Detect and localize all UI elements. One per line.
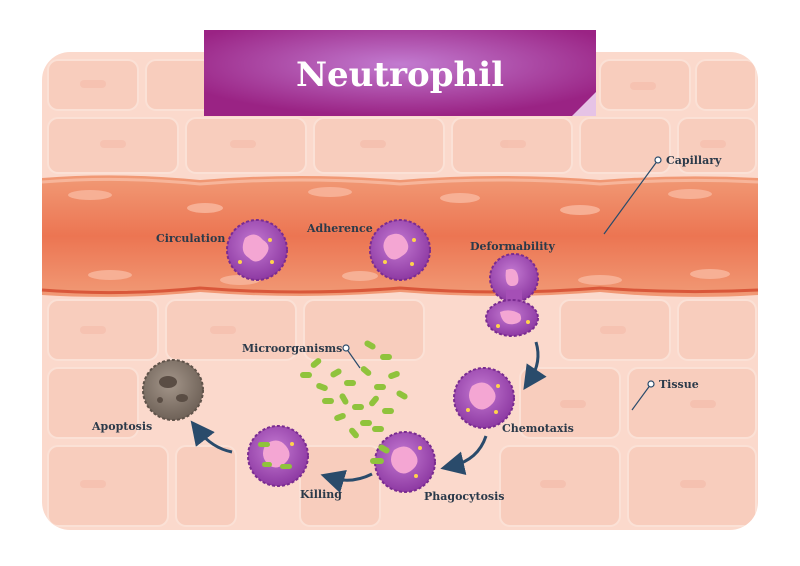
label-adherence: Adherence: [306, 222, 373, 235]
neutrophil-chemotaxis: [453, 367, 515, 429]
microorganisms-cluster: [300, 340, 408, 439]
label-circulation: Circulation: [156, 232, 225, 245]
arrow-to-phagocytosis: [440, 435, 488, 475]
apoptotic-cell: [142, 359, 204, 421]
arrow-to-killing: [320, 469, 373, 493]
neutrophil-circulation: [226, 219, 288, 281]
label-microorganisms: Microorganisms: [242, 342, 342, 355]
arrow-to-chemotaxis: [523, 341, 547, 390]
label-apoptosis: Apoptosis: [91, 420, 152, 433]
label-chemotaxis: Chemotaxis: [502, 422, 574, 435]
label-tissue: Tissue: [659, 378, 699, 391]
leader-lines: [342, 156, 662, 411]
label-killing: Killing: [300, 488, 342, 501]
label-phagocytosis: Phagocytosis: [424, 490, 505, 503]
page-title: Neutrophil: [296, 55, 504, 95]
arrow-to-apoptosis: [190, 420, 233, 454]
neutrophil-phagocytosis: [370, 431, 436, 493]
title-banner: Neutrophil: [204, 30, 596, 116]
label-capillary: Capillary: [666, 154, 722, 167]
neutrophil-adherence: [369, 219, 431, 281]
neutrophil-deformability: [485, 253, 539, 337]
neutrophil-killing: [247, 425, 309, 487]
process-arrows: [190, 341, 547, 493]
label-deformability: Deformability: [470, 240, 555, 253]
